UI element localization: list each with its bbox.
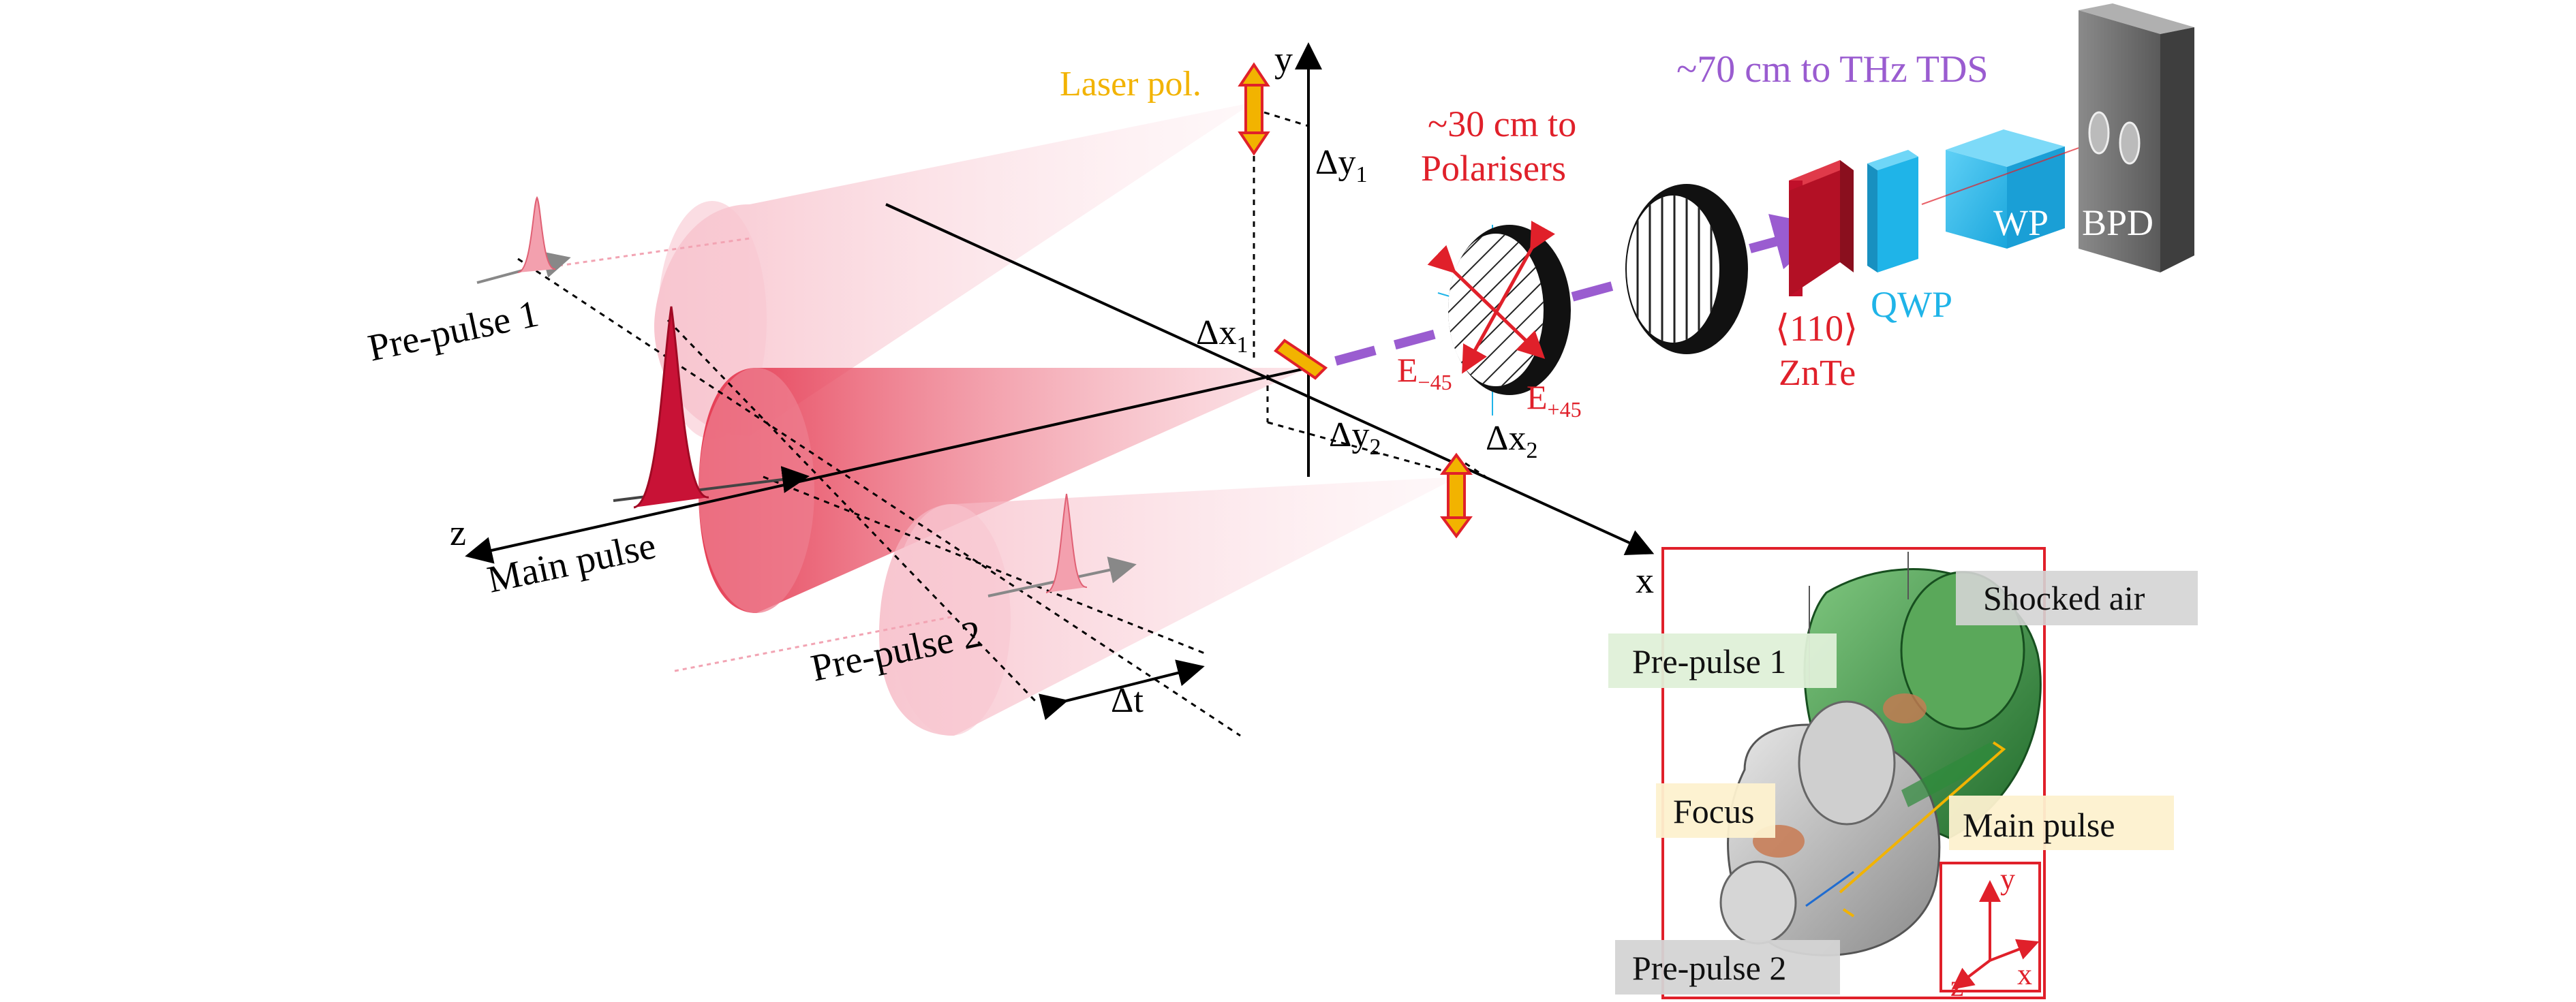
qwp-label: QWP	[1871, 284, 1952, 325]
polariser-2	[1625, 184, 1748, 354]
znte-label-1: ⟨110⟩	[1775, 308, 1858, 349]
inset-focus: Focus	[1673, 792, 1754, 830]
dx1-label: Δx1	[1196, 313, 1248, 358]
inset-shocked-air-bg	[1956, 571, 2198, 625]
inset-axis-x: x	[2017, 958, 2032, 991]
title-thz-tds: ~70 cm to THz TDS	[1676, 48, 1989, 91]
laser-pol-label: Laser pol.	[1060, 65, 1201, 104]
polarisers-label-1: ~30 cm to	[1428, 104, 1576, 144]
laser-pol-arrow-bottom	[1440, 452, 1473, 539]
e-plus-label: E+45	[1527, 378, 1582, 422]
axis-x-label: x	[1636, 560, 1654, 601]
inset-panel	[1661, 547, 2046, 999]
inset-prepulse1: Pre-pulse 1	[1632, 642, 1786, 680]
laser-pol-arrow-focus	[1274, 339, 1328, 380]
laser-pol-arrow-top	[1238, 62, 1270, 156]
dx2-label: Δx2	[1486, 419, 1537, 463]
e-minus-label: E−45	[1397, 351, 1452, 394]
bpd-detector	[2079, 3, 2194, 272]
dy1-label: Δy1	[1315, 143, 1367, 187]
inset-prepulse2-bg	[1615, 940, 1840, 995]
thz-beam	[1334, 214, 1832, 366]
beam-trails	[558, 237, 955, 672]
polariser-1	[1427, 221, 1571, 416]
inset-main-pulse: Main pulse	[1963, 806, 2115, 844]
inset-main-pulse-bg	[1949, 796, 2174, 850]
prepulse1-label: Pre-pulse 1	[365, 292, 542, 369]
main-pulse-label: Main pulse	[484, 525, 660, 601]
wp-cube	[1921, 129, 2093, 249]
polarisers-label-2: Polarisers	[1421, 148, 1566, 189]
inset-prepulse1-bg	[1608, 633, 1837, 688]
axis-y-label: y	[1274, 39, 1293, 80]
znte-crystal	[1789, 160, 1854, 296]
axis-z-label: z	[450, 512, 466, 553]
inset-focus-bg	[1656, 783, 1775, 838]
delta-t-label: Δt	[1111, 681, 1144, 720]
znte-label-2: ZnTe	[1779, 352, 1856, 393]
inset-axis-z: z	[1950, 969, 1964, 1002]
wp-label: WP	[1993, 202, 2049, 243]
bpd-label: BPD	[2082, 202, 2153, 243]
qwp-plate	[1867, 150, 1918, 272]
main-pulse-pulse	[613, 306, 810, 509]
prepulse2-pulse	[987, 493, 1137, 597]
inset-prepulse2: Pre-pulse 2	[1632, 949, 1786, 987]
z-axis	[465, 366, 1309, 564]
dy2-label: Δy2	[1329, 416, 1381, 460]
inset-axis-y: y	[2000, 862, 2015, 896]
dotted-guides	[517, 111, 1486, 737]
prepulse1-pulse	[476, 196, 571, 284]
delta-t-arrow	[1039, 659, 1205, 721]
prepulse2-cone	[879, 477, 1458, 736]
inset-shocked-air: Shocked air	[1983, 579, 2145, 617]
